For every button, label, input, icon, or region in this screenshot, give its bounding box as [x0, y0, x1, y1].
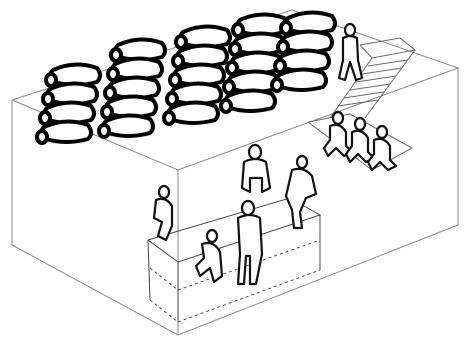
stair-step [362, 68, 402, 74]
stair-step [368, 60, 408, 66]
kneeling-figure [221, 90, 275, 112]
kneeling-figure [368, 126, 396, 170]
kneeling-figure [37, 121, 91, 143]
standing-figure-center [242, 145, 270, 192]
figure-head [345, 24, 355, 36]
box-bottom-right-edge [178, 225, 458, 335]
platform-hidden-edge [150, 300, 178, 322]
platform-edge [148, 240, 150, 300]
kneeling-figure [99, 115, 153, 137]
stair-step [350, 84, 390, 90]
seated-figure-left [154, 186, 172, 240]
upper-landing [360, 38, 415, 58]
stair-walker-figure [339, 24, 362, 80]
crouching-figure [196, 230, 222, 282]
stair-step [338, 100, 378, 106]
standing-figure-tall [238, 201, 262, 284]
kneeling-rows-group [37, 12, 335, 143]
platform-hidden-edge [150, 268, 178, 290]
walking-figure-right [286, 156, 316, 228]
box-bottom-left-edge [12, 245, 178, 335]
kneeling-figure [164, 102, 218, 124]
kneeling-figure [272, 69, 326, 91]
figure-body [339, 36, 362, 80]
